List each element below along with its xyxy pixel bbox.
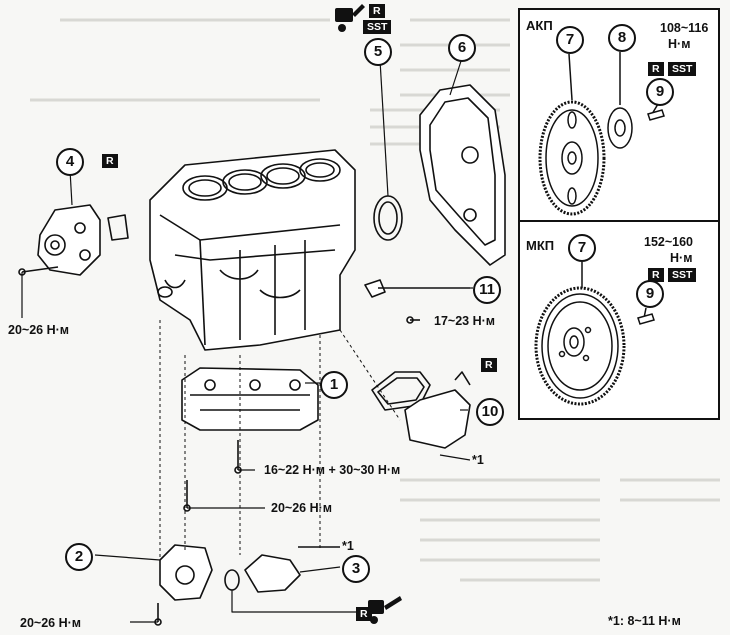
tag-sst-akp: SST bbox=[668, 62, 697, 76]
bolt-11 bbox=[364, 279, 470, 324]
tag-r-10: R bbox=[481, 358, 497, 372]
tag-r-4: R bbox=[102, 154, 118, 168]
mkp-torque-2: Н·м bbox=[670, 251, 693, 265]
oil-pan-10 bbox=[371, 371, 471, 449]
balancer-unit-1 bbox=[181, 367, 319, 512]
akp-torque-2: Н·м bbox=[668, 37, 691, 51]
akp-torque-1: 108~116 bbox=[660, 21, 709, 35]
drive-plate-drawing bbox=[538, 52, 665, 216]
note-ref-2: *1 bbox=[342, 539, 354, 553]
tag-sst-mkp: SST bbox=[668, 268, 697, 282]
callout-7-akp: 7 bbox=[556, 26, 584, 54]
rear-cover-6 bbox=[419, 84, 506, 266]
panel-mkp-title: МКП bbox=[526, 238, 555, 253]
callout-5: 5 bbox=[364, 38, 392, 66]
tag-r-3: R bbox=[356, 607, 372, 621]
torque-bolt-11: 17~23 Н·м bbox=[434, 314, 496, 328]
callout-2: 2 bbox=[65, 543, 93, 571]
callout-4: 4 bbox=[56, 148, 84, 176]
footnote: *1: 8~11 Н·м bbox=[608, 614, 681, 628]
callout-9-akp: 9 bbox=[646, 78, 674, 106]
tag-r-akp: R bbox=[648, 62, 664, 76]
panel-akp-title: АКП bbox=[526, 18, 553, 33]
torque-bolt-1: 16~22 Н·м + 30~30 Н·м bbox=[264, 463, 401, 477]
tag-r-mkp: R bbox=[648, 268, 664, 282]
torque-pump-bolt: 20~26 Н·м bbox=[8, 323, 70, 337]
callout-8: 8 bbox=[608, 24, 636, 52]
panel-mkp: МКП 7 152~160 Н·м R SST 9 bbox=[518, 220, 720, 420]
callout-11: 11 bbox=[473, 276, 501, 304]
tag-r-5: R bbox=[369, 4, 385, 18]
torque-bolt-2: 20~26 Н·м bbox=[20, 616, 82, 630]
note-ref-1: *1 bbox=[472, 453, 484, 467]
oil-pump-4 bbox=[18, 204, 129, 276]
callout-9-mkp: 9 bbox=[636, 280, 664, 308]
callout-7-mkp: 7 bbox=[568, 234, 596, 262]
tag-sst-5: SST bbox=[363, 20, 392, 34]
mkp-torque-1: 152~160 bbox=[644, 235, 694, 249]
oil-pump-2 bbox=[154, 544, 213, 626]
flywheel-drawing bbox=[534, 262, 655, 406]
callout-3: 3 bbox=[342, 555, 370, 583]
cylinder-block bbox=[149, 149, 356, 351]
callout-6: 6 bbox=[448, 34, 476, 62]
callout-10: 10 bbox=[476, 398, 504, 426]
part-3 bbox=[224, 546, 340, 593]
torque-bolt-1b: 20~26 Н·м bbox=[271, 501, 333, 515]
panel-akp: АКП 7 8 108~116 Н·м R SST 9 bbox=[518, 8, 720, 222]
callout-1: 1 bbox=[320, 371, 348, 399]
